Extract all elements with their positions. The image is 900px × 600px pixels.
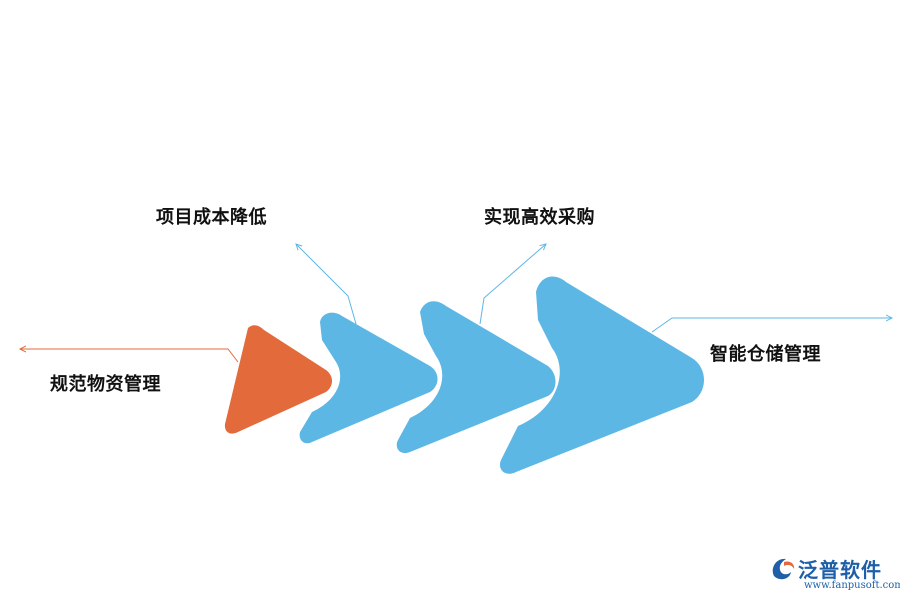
step-3-chevron [396,301,556,454]
logo-swirl-icon [772,558,795,580]
step-1-label: 规范物资管理 [50,374,161,395]
step-4-leader-line [651,318,892,333]
step-3-leader-line [479,244,546,325]
logo-brand-text: 泛普软件 [798,558,882,582]
step-2-chevron [299,312,438,444]
step-1-leader-line [20,349,239,363]
step-2-label: 项目成本降低 [156,207,267,228]
step-3-label: 实现高效采购 [484,207,595,228]
step-4-chevron [499,276,704,474]
logo-url-text: www.fanpusoft.com [804,580,900,591]
brand-logo: 泛普软件 www.fanpusoft.com [768,552,900,596]
step-4-label: 智能仓储管理 [710,344,821,365]
step-1-triangle [224,325,332,434]
step-2-leader-line [296,244,357,325]
